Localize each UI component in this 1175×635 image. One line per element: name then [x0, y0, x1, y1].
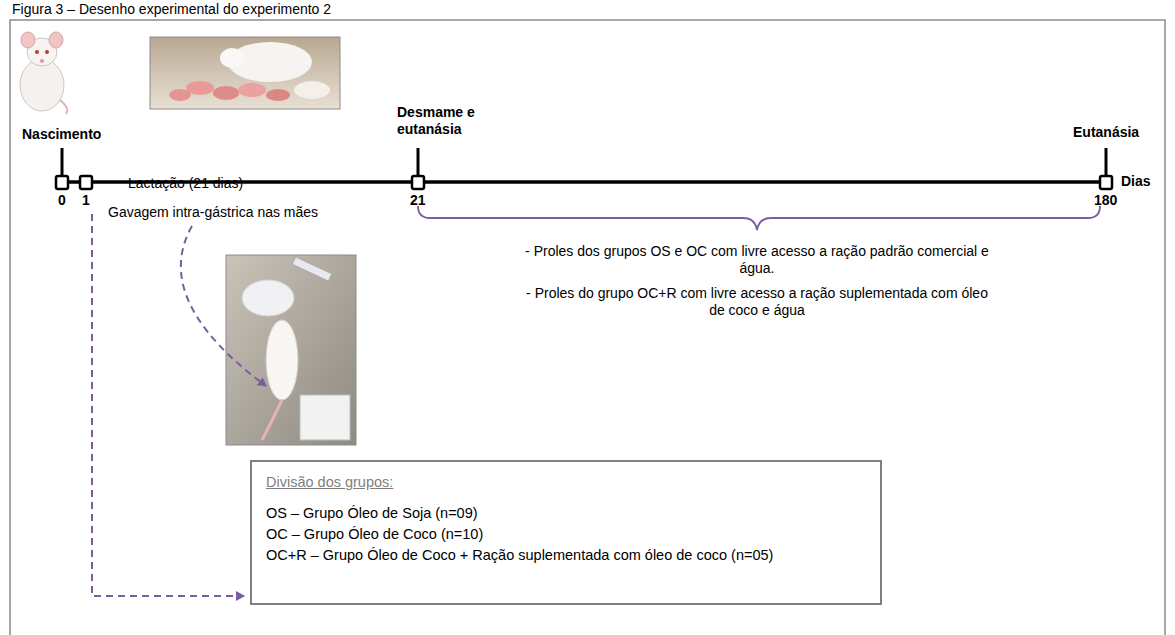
syringe — [292, 257, 332, 281]
timeline-label: 21 — [410, 192, 426, 209]
nest-photo — [150, 37, 340, 109]
dashed-leader — [181, 226, 266, 386]
timeline-label: Dias — [1121, 173, 1151, 190]
group-line: OS – Grupo Óleo de Soja (n=09) — [266, 503, 866, 524]
dashed-leader — [92, 214, 244, 596]
timeline-marker — [56, 176, 68, 189]
rat-body — [20, 59, 64, 111]
rat-illustration — [20, 32, 67, 114]
timeline-label: Nascimento — [22, 126, 101, 143]
timeline-tick — [61, 148, 64, 176]
timeline-marker — [412, 176, 424, 189]
photo-frame — [150, 37, 340, 109]
rat-eye — [45, 50, 49, 54]
timeline-label: - Proles dos grupos OS e OC com livre ac… — [522, 243, 992, 277]
rat-tail — [262, 400, 282, 440]
group-line: OC+R – Grupo Óleo de Coco + Ração suplem… — [266, 545, 866, 566]
rat-ear — [21, 32, 35, 48]
rat-ear — [49, 32, 63, 48]
pup — [266, 89, 290, 101]
rat-tail — [60, 100, 67, 114]
timeline-label: 1 — [82, 192, 90, 209]
timeline-label: Lactação (21 dias) — [128, 175, 243, 192]
bedding — [294, 81, 330, 99]
timeline-label: Eutanásia — [1073, 124, 1139, 141]
gavage-photo — [226, 255, 356, 445]
gloved-hand — [242, 280, 294, 316]
mother-head — [220, 48, 244, 68]
timeline-label: 0 — [58, 192, 66, 209]
held-rat — [266, 320, 298, 400]
timeline-tick — [1105, 148, 1108, 176]
pup — [238, 83, 266, 97]
timeline-marker — [80, 176, 92, 189]
photo-frame — [226, 255, 356, 445]
timeline-label: - Proles do grupo OC+R com livre acesso … — [522, 285, 992, 319]
timeline-label: Desmame e eutanásia — [397, 104, 483, 138]
period-bracket — [418, 206, 1100, 230]
pup — [213, 86, 239, 100]
rat-eye — [35, 50, 39, 54]
timeline-label: Gavagem intra-gástrica nas mães — [108, 204, 318, 221]
figure-frame — [10, 20, 1165, 635]
timeline-label: 180 — [1094, 192, 1117, 209]
rat-nose — [40, 59, 44, 63]
timeline-tick — [417, 148, 420, 176]
group-box: Divisão dos grupos: OS – Grupo Óleo de So… — [250, 460, 882, 605]
box-heading: Divisão dos grupos: — [266, 472, 866, 493]
cage-box — [300, 395, 350, 440]
timeline-marker — [1100, 176, 1112, 189]
pup — [169, 89, 191, 101]
group-line: OC – Grupo Óleo de Coco (n=10) — [266, 524, 866, 545]
figure-title: Figura 3 – Desenho experimental do exper… — [12, 1, 331, 18]
